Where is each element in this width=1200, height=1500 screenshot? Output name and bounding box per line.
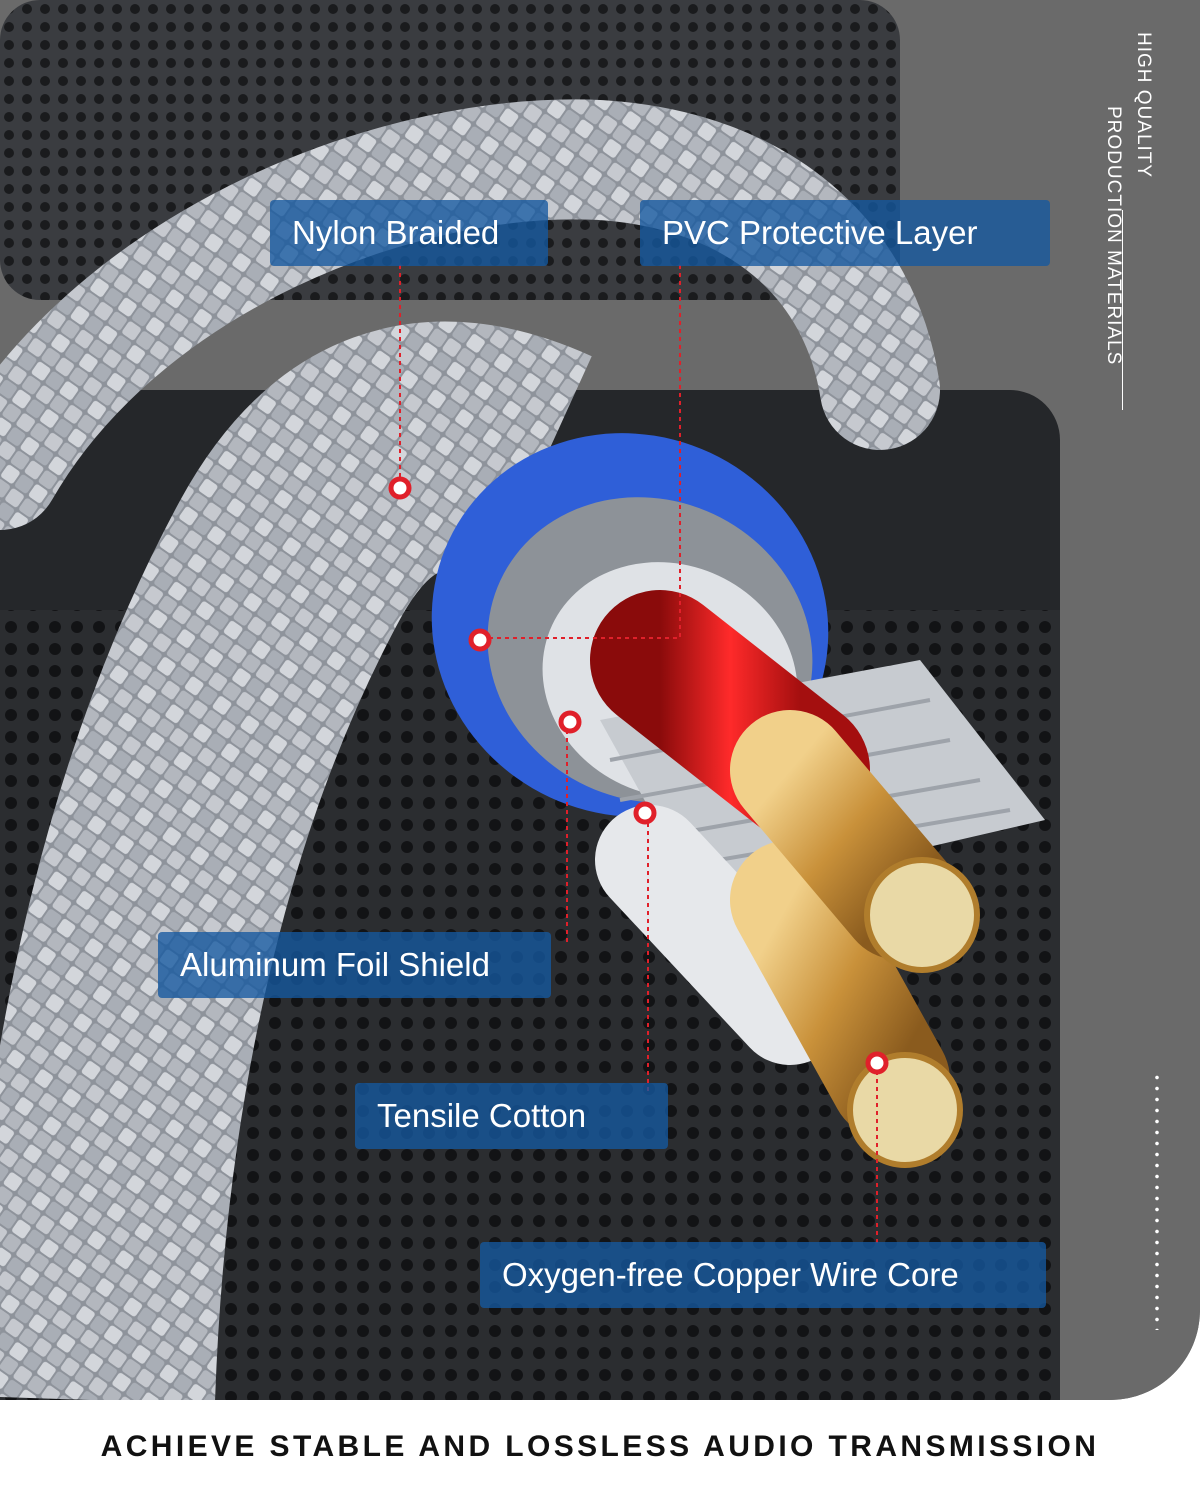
side-divider [1122, 210, 1123, 410]
marker-nylon [388, 476, 412, 500]
marker-pvc [468, 628, 492, 652]
label-aluminum-foil: Aluminum Foil Shield [158, 932, 551, 998]
leader-lines [399, 265, 878, 1245]
label-pvc-layer: PVC Protective Layer [640, 200, 1050, 266]
marker-foil [558, 710, 582, 734]
copper-core-lower [730, 840, 950, 1140]
label-tensile-cotton: Tensile Cotton [355, 1083, 668, 1149]
side-text-line1: HIGH QUALITY [1133, 32, 1154, 179]
label-nylon-braided: Nylon Braided [270, 200, 548, 266]
marker-cotton [633, 801, 657, 825]
dotted-accent [1154, 1072, 1160, 1330]
cable-main [0, 321, 592, 1400]
marker-copper [865, 1051, 889, 1075]
label-copper-core: Oxygen-free Copper Wire Core [480, 1242, 1046, 1308]
white-wire [595, 805, 845, 1065]
layer-markers [388, 476, 889, 1075]
footer-tagline: ACHIEVE STABLE AND LOSSLESS AUDIO TRANSM… [100, 1430, 1100, 1463]
product-photo: Nylon Braided PVC Protective Layer Alumi… [0, 0, 1200, 1400]
side-text-line2: PRODUCTION MATERIALS [1103, 106, 1124, 366]
